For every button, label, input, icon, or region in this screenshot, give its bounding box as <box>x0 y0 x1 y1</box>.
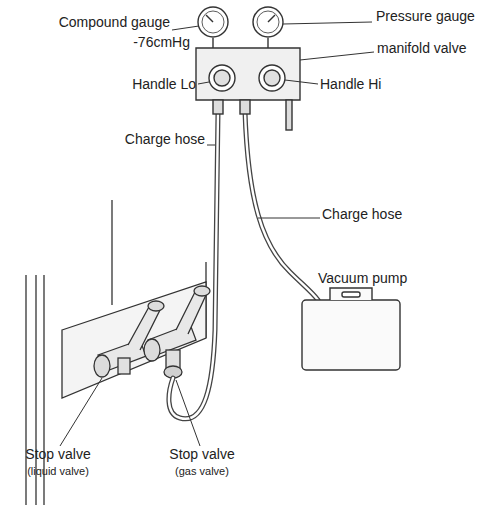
part-label: Handle Hi <box>320 76 381 92</box>
part-label: Charge hose <box>322 206 402 222</box>
part-label: Charge hose <box>125 131 205 147</box>
part-label: manifold valve <box>377 40 467 56</box>
part-label: Vacuum pump <box>318 270 407 286</box>
part-label: Pressure gauge <box>376 8 475 24</box>
value-label: -76cmHg <box>133 34 190 50</box>
part-label: Stop valve <box>25 446 90 462</box>
part-note: (gas valve) <box>175 465 229 478</box>
part-label: Compound gauge <box>59 14 170 30</box>
part-label: Handle Lo <box>132 76 196 92</box>
part-note: (liquid valve) <box>27 465 89 478</box>
part-label: Stop valve <box>169 446 234 462</box>
